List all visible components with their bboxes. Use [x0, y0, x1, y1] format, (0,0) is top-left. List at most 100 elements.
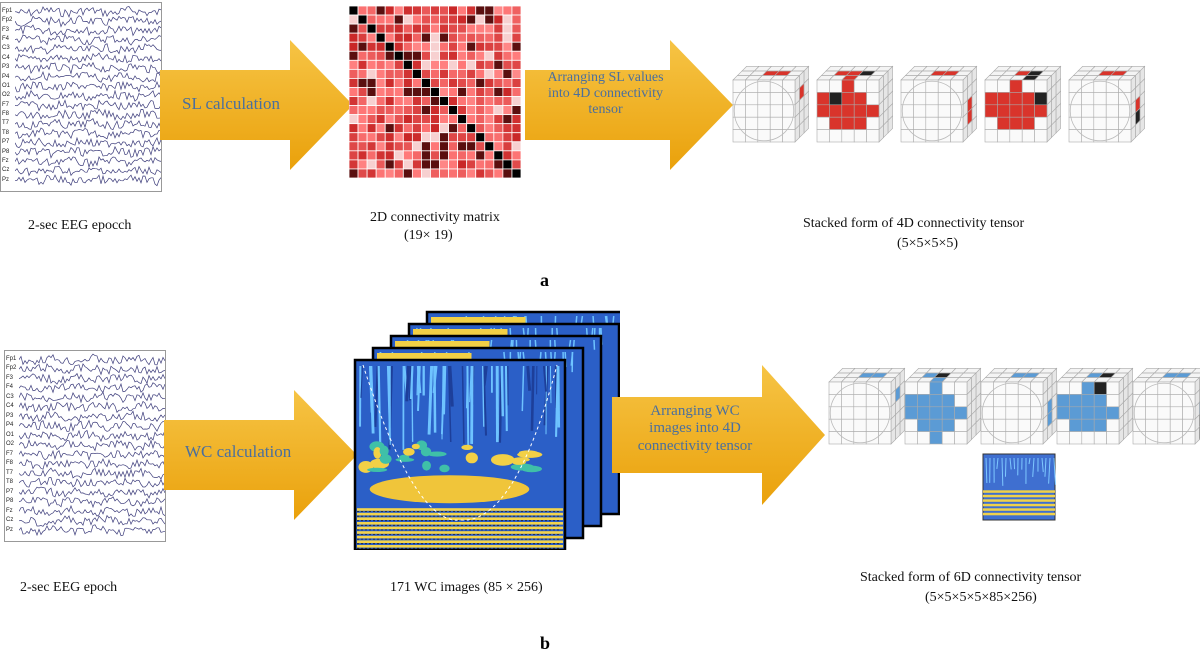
- matrix-cell: [393, 159, 404, 170]
- eeg-channel-label: Fp2: [2, 17, 13, 24]
- matrix-cell: [457, 105, 468, 116]
- matrix-cell: [430, 6, 440, 16]
- wc-band: [357, 545, 563, 548]
- wc-streak: [504, 365, 508, 432]
- matrix-cell: [439, 123, 449, 134]
- matrix-cell: [357, 96, 368, 106]
- matrix-cell: [511, 6, 521, 16]
- matrix-cell: [466, 50, 477, 61]
- matrix-cell: [484, 150, 495, 161]
- matrix-cell: [484, 114, 495, 125]
- matrix-cell: [502, 14, 513, 25]
- cube-cell: [1009, 104, 1023, 118]
- mini-wc-streak: [1028, 457, 1031, 465]
- cube-cell: [1017, 406, 1031, 420]
- matrix-cell: [349, 114, 359, 125]
- cube-cell: [841, 418, 855, 432]
- matrix-cell: [402, 23, 413, 34]
- cube-cell: [1030, 431, 1044, 445]
- cube-cell: [866, 116, 880, 130]
- cube-cell: [929, 431, 943, 445]
- matrix-cell: [439, 96, 449, 106]
- matrix-cell: [402, 87, 413, 97]
- matrix-cell: [402, 114, 413, 125]
- matrix-cell: [430, 141, 440, 152]
- matrix-cell: [421, 168, 431, 178]
- matrix-cell: [484, 32, 495, 43]
- cube-cell: [941, 381, 955, 395]
- matrix-cell: [484, 132, 495, 143]
- eeg-caption-b: 2-sec EEG epoch: [20, 580, 118, 595]
- cube-cell: [1157, 418, 1171, 432]
- matrix-cell: [366, 14, 377, 25]
- cube-cell: [732, 79, 746, 93]
- matrix-cell: [366, 50, 377, 61]
- arrow-arrange-sl-line3: tensor: [588, 102, 623, 118]
- cube-cell: [1056, 381, 1070, 395]
- matrix-cell: [466, 159, 477, 170]
- cube-cell: [1186, 372, 1200, 378]
- eeg-channel-label: Pz: [2, 176, 10, 183]
- eeg-trace: [15, 80, 161, 93]
- cube-outline: [901, 80, 963, 142]
- matrix-cell: [448, 87, 459, 97]
- matrix-cell: [366, 123, 377, 134]
- matrix-cell: [393, 114, 404, 125]
- matrix-cell: [511, 78, 521, 88]
- matrix-cell: [511, 150, 521, 161]
- cube-cell: [1017, 418, 1031, 432]
- cube-cell: [950, 129, 964, 143]
- matrix-cell: [448, 23, 459, 34]
- cube-cell: [971, 115, 977, 134]
- cube-cell: [997, 104, 1011, 118]
- matrix-cell: [430, 78, 440, 88]
- cube-cell: [1106, 394, 1120, 408]
- matrix-cell: [457, 123, 468, 134]
- eeg-channel-label: C3: [6, 393, 14, 400]
- cube-cell: [1005, 418, 1019, 432]
- matrix-cell: [502, 78, 513, 88]
- eeg-trace: [15, 52, 161, 64]
- eeg-channel-label: F8: [2, 111, 10, 118]
- cube-cell: [1056, 418, 1070, 432]
- cube-cell: [841, 104, 855, 118]
- matrix-cell: [493, 105, 504, 116]
- matrix-cell: [384, 59, 395, 70]
- cube-cell: [841, 79, 855, 93]
- matrix-cell: [349, 50, 359, 61]
- cube-cell: [1093, 418, 1107, 432]
- cube-outline: [1069, 80, 1131, 142]
- cube-cell: [1118, 79, 1132, 93]
- matrix-cell: [421, 123, 431, 134]
- eeg-trace: [19, 353, 165, 366]
- eeg-channel-label: O1: [6, 431, 15, 438]
- matrix-cell: [384, 41, 395, 52]
- matrix-cell: [357, 78, 368, 88]
- arrow-sl-label: SL calculation: [182, 94, 281, 113]
- cube-outline: [1133, 382, 1195, 444]
- eeg-channel-label: P3: [2, 64, 10, 71]
- tensor-cubes-b: [828, 367, 1200, 521]
- matrix-cell: [375, 6, 386, 16]
- mini-wc-streak: [1013, 457, 1016, 470]
- matrix-cell: [475, 105, 486, 116]
- matrix-cell: [384, 6, 395, 16]
- matrix-cell: [493, 50, 504, 61]
- eeg-channel-label: F4: [2, 36, 10, 43]
- cube-cell: [997, 92, 1011, 106]
- matrix-cell: [366, 96, 377, 106]
- cube-cell: [1081, 116, 1095, 130]
- cube-cell: [984, 116, 998, 130]
- wc-blob: [427, 451, 447, 457]
- eeg-channel-label: Fz: [2, 157, 9, 164]
- eeg-channel-label: O1: [2, 82, 11, 89]
- cube-cell: [937, 104, 951, 118]
- wc-streak: [481, 365, 485, 427]
- wc-blob: [373, 447, 382, 459]
- matrix-cell: [421, 6, 431, 16]
- wc-blob: [461, 444, 473, 450]
- cube-cell: [1106, 418, 1120, 432]
- wc-images-caption: 171 WC images (85 × 256): [390, 580, 543, 595]
- cube-cell: [828, 431, 842, 445]
- wc-streak: [447, 365, 452, 443]
